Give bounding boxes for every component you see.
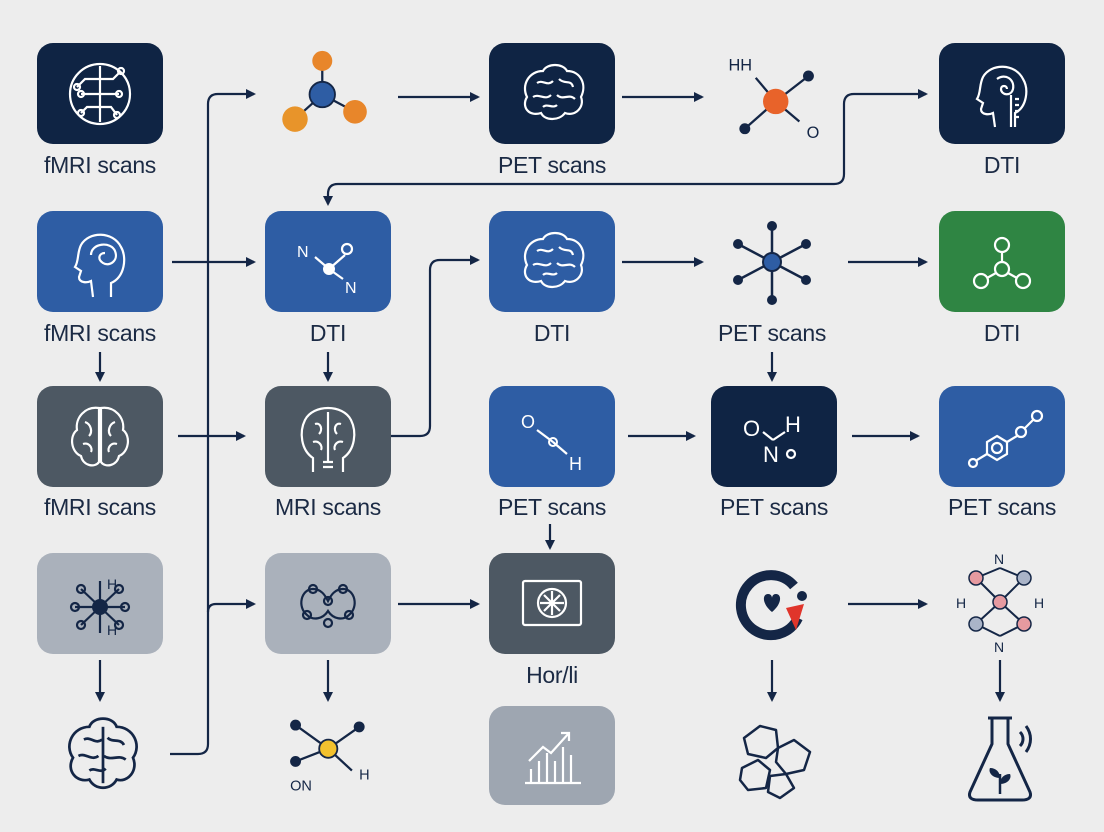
hub-molecule-icon: H H	[69, 576, 131, 638]
svg-text:O: O	[521, 412, 535, 432]
svg-text:H: H	[107, 576, 117, 592]
svg-text:O: O	[807, 124, 820, 142]
arrow-trunk-to-r4	[206, 599, 256, 613]
molecule-yellow-icon: ON H	[276, 706, 386, 806]
amine-molecule-tile[interactable]: O H N	[711, 386, 837, 487]
molecule-orange-icon	[270, 40, 380, 140]
monitor-scan-icon	[521, 579, 583, 626]
monitor-tile[interactable]	[489, 553, 615, 654]
head-spine-tile[interactable]	[939, 43, 1065, 144]
node-label-r2c3: DTI	[533, 320, 571, 346]
node-label-r3c1: fMRI scans	[43, 494, 157, 520]
svg-text:H: H	[1034, 595, 1044, 611]
cycle-heart-icon	[724, 556, 824, 656]
svg-text:N: N	[297, 244, 309, 261]
node-label-r3c3: PET scans	[497, 494, 607, 520]
head-spine-icon	[975, 65, 1028, 127]
hydroxyl-molecule-icon: O H	[521, 412, 582, 474]
arrow-r1c4-to-r1c5	[842, 89, 928, 140]
brain-tile-r2[interactable]	[489, 211, 615, 312]
node-label-r2c1: fMRI scans	[43, 320, 157, 346]
heterocycle-molecule-icon: N H H N	[950, 554, 1050, 654]
svg-text:H: H	[107, 622, 117, 638]
node-label-r2c4: PET scans	[717, 320, 827, 346]
rocks-icon	[730, 708, 820, 808]
arrow-trunk-to-r1	[170, 89, 256, 756]
node-label-r1c3: PET scans	[497, 152, 607, 178]
svg-text:H: H	[359, 768, 370, 784]
growth-chart-tile[interactable]	[489, 706, 615, 805]
svg-text:HH: HH	[728, 57, 752, 75]
svg-text:H: H	[569, 454, 582, 474]
svg-text:N: N	[994, 554, 1004, 567]
node-label-r3c2: MRI scans	[275, 494, 381, 520]
brain-hemispheres-tile[interactable]	[37, 386, 163, 487]
flask-sprout-icon	[956, 708, 1046, 808]
node-label-r1c1: fMRI scans	[43, 152, 157, 178]
benzene-ring-icon	[967, 409, 1044, 468]
node-label-r2c2: DTI	[309, 320, 347, 346]
arrow-loop-dti-to-r2c2	[323, 140, 846, 206]
ring-molecule-icon	[972, 236, 1032, 289]
bar-chart-up-icon	[525, 731, 581, 784]
circuit-brain-icon	[68, 62, 132, 125]
nitrogen-molecule-tile[interactable]: N N	[265, 211, 391, 312]
node-label-r2c5: DTI	[983, 320, 1021, 346]
head-brain-tile[interactable]	[265, 386, 391, 487]
svg-text:N: N	[345, 280, 357, 297]
svg-text:N: N	[994, 639, 1004, 654]
arrow-r3c2-to-r2c3	[390, 255, 480, 438]
svg-text:H: H	[785, 412, 801, 437]
node-label-r3c4: PET scans	[719, 494, 829, 520]
head-brain-icon	[300, 406, 356, 472]
node-label-r3c5: PET scans	[947, 494, 1057, 520]
node-label-r4c3: Hor/li	[526, 662, 578, 688]
brain-tile-r1[interactable]	[489, 43, 615, 144]
svg-text:H: H	[956, 595, 966, 611]
hydroxyl-tile[interactable]: O H	[489, 386, 615, 487]
svg-text:O: O	[743, 416, 760, 441]
network-loop-icon	[300, 583, 356, 628]
network-loop-tile[interactable]	[265, 553, 391, 654]
svg-text:ON: ON	[290, 779, 312, 795]
ring-molecule-tile[interactable]	[939, 211, 1065, 312]
benzene-tile[interactable]	[939, 386, 1065, 487]
nitrogen-molecule-icon: N N	[297, 242, 357, 297]
circuit-brain-tile[interactable]	[37, 43, 163, 144]
hub-molecule-tile[interactable]: H H	[37, 553, 163, 654]
molecule-red-node-icon: HH O	[718, 46, 828, 146]
node-label-r1c5: DTI	[983, 152, 1021, 178]
star-molecule-icon	[722, 212, 822, 312]
amine-molecule-icon: O H N	[743, 412, 801, 467]
brain-icon	[523, 63, 585, 120]
head-profile-icon	[73, 233, 126, 297]
brain-hemispheres-icon	[71, 406, 129, 466]
brain-outline-icon	[48, 700, 158, 810]
brain-icon	[523, 231, 585, 288]
head-profile-tile[interactable]	[37, 211, 163, 312]
svg-text:N: N	[763, 442, 779, 467]
